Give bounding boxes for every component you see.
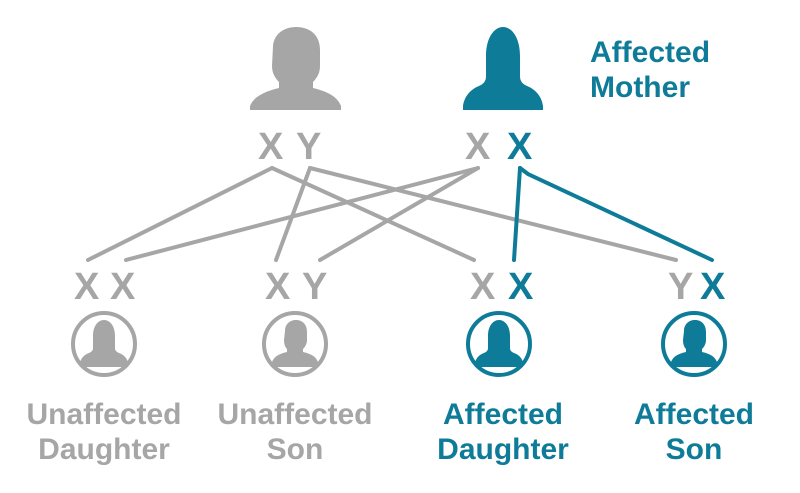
inheritance-line-mother-x-to-son1 bbox=[318, 166, 480, 262]
child1-chromosome-2: X bbox=[110, 266, 136, 308]
son-avatar-icon bbox=[661, 311, 727, 377]
child2-label-line1: Unaffected bbox=[217, 398, 373, 431]
father-silhouette-icon bbox=[250, 27, 341, 110]
child4-chromosome-2-affected: X bbox=[700, 266, 726, 308]
mother-label: Affected Mother bbox=[590, 36, 710, 105]
child1-label: Unaffected Daughter bbox=[26, 398, 181, 467]
mother-chromosome-1: X bbox=[465, 126, 491, 168]
child1-label-line1: Unaffected bbox=[26, 398, 182, 431]
mother-silhouette-icon bbox=[463, 27, 543, 110]
mother-chromosome-2-affected: X bbox=[507, 126, 533, 168]
child3-chromosome-1: X bbox=[470, 266, 496, 308]
inheritance-line-father-x-to-daughter2 bbox=[270, 166, 476, 262]
inheritance-line-mother-affected-x-to-son2 bbox=[518, 166, 714, 262]
inheritance-line-father-x-to-daughter1 bbox=[86, 166, 274, 262]
daughter-avatar-icon bbox=[71, 311, 137, 377]
mother-label-line2: Mother bbox=[590, 70, 690, 104]
child4-label: Affected Son bbox=[634, 398, 754, 467]
child2-label-line2: Son bbox=[266, 432, 324, 466]
child4-label-line2: Son bbox=[665, 432, 723, 466]
child2-chromosome-1: X bbox=[265, 266, 291, 308]
inheritance-line-father-y-to-son2 bbox=[308, 166, 678, 262]
inheritance-line-mother-affected-x-to-daughter2 bbox=[512, 166, 522, 262]
child3-label-line2: Daughter bbox=[437, 432, 569, 466]
child2-label: Unaffected Son bbox=[217, 398, 372, 467]
child3-label-line1: Affected bbox=[442, 398, 563, 431]
child3-label: Affected Daughter bbox=[437, 398, 569, 467]
inheritance-line-mother-x-to-daughter1 bbox=[124, 166, 480, 262]
father-chromosome-2: Y bbox=[296, 126, 322, 168]
child2-chromosome-2: Y bbox=[302, 266, 328, 308]
daughter-avatar-icon bbox=[466, 311, 532, 377]
child1-label-line2: Daughter bbox=[38, 432, 170, 466]
child1-chromosome-1: X bbox=[74, 266, 100, 308]
father-chromosome-1: X bbox=[258, 126, 284, 168]
child3-chromosome-2-affected: X bbox=[508, 266, 534, 308]
mother-label-line1: Affected bbox=[590, 36, 711, 69]
child4-label-line1: Affected bbox=[633, 398, 755, 431]
son-avatar-icon bbox=[262, 311, 328, 377]
child4-chromosome-1: Y bbox=[668, 266, 694, 308]
